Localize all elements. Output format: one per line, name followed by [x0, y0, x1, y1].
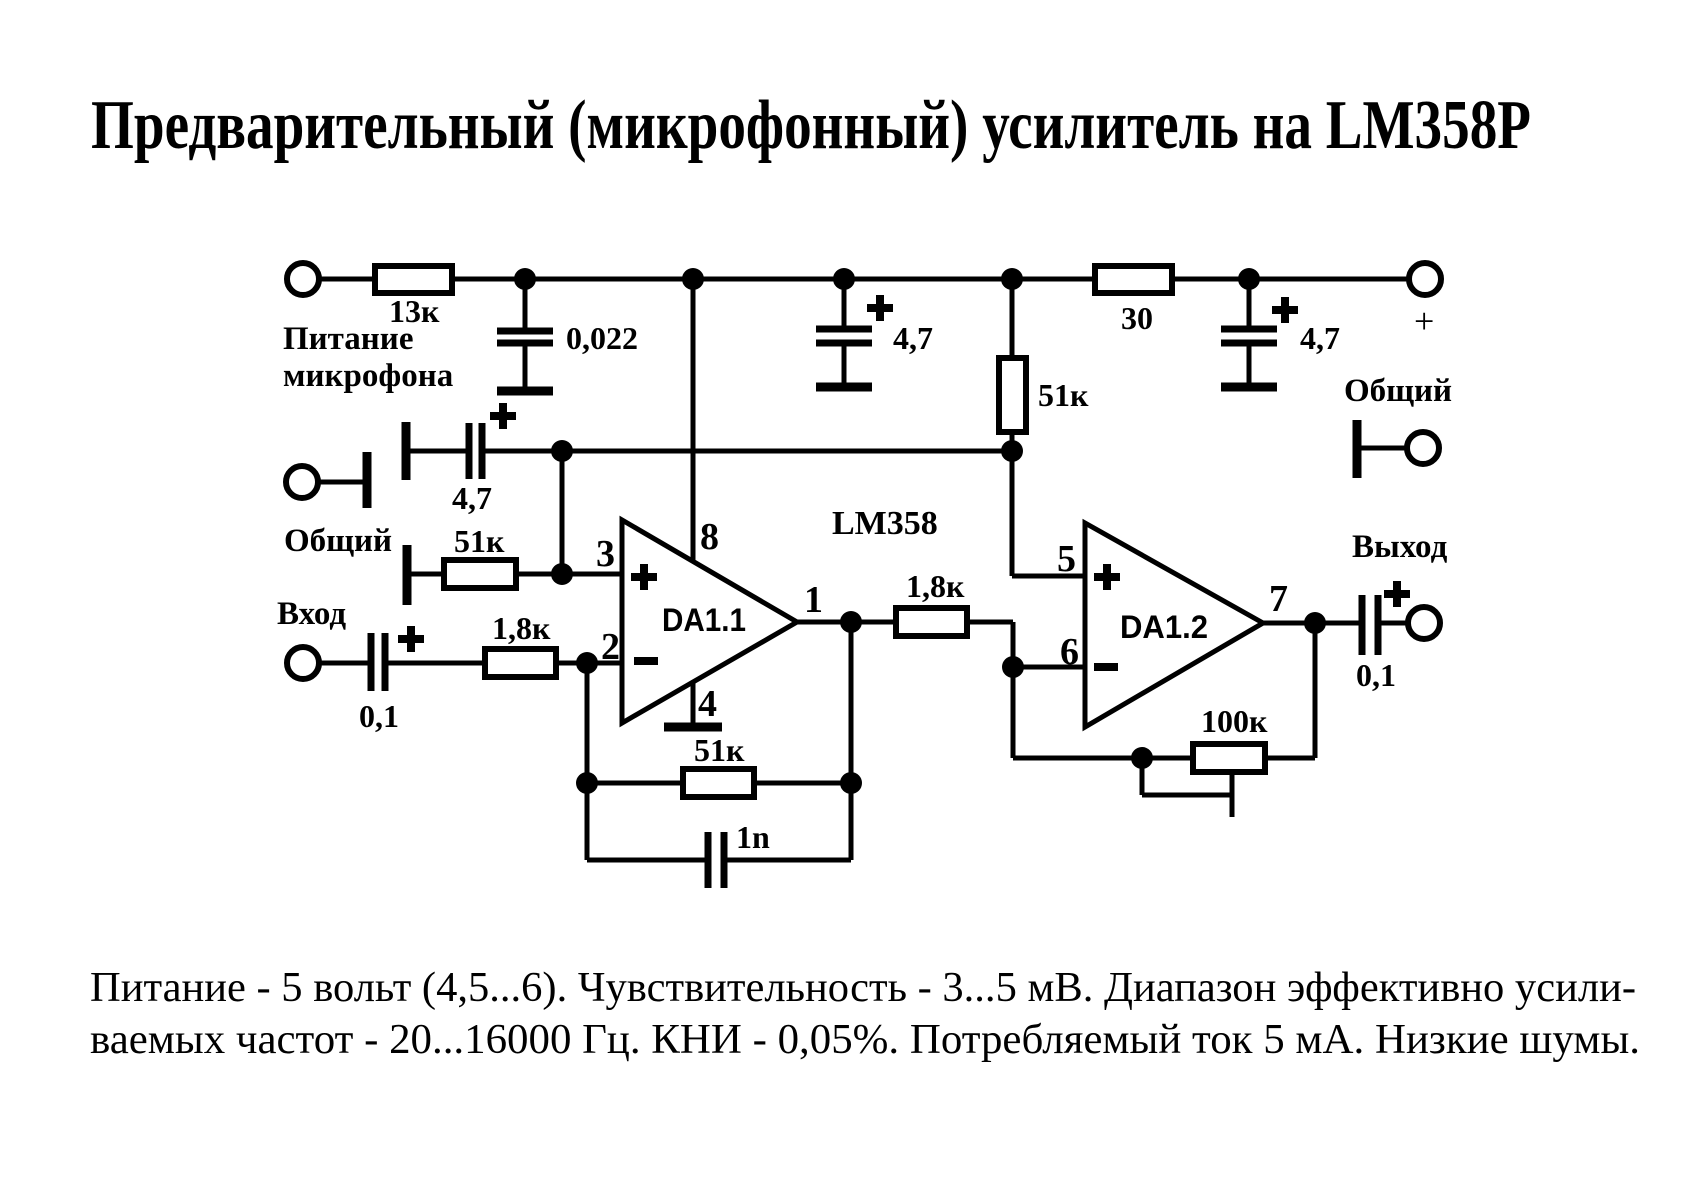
resistor-r3-51k-vertical: 51к [996, 355, 1089, 435]
terminal-output: Выход [1352, 529, 1448, 642]
resistor-r1-13k: 13к [372, 263, 455, 329]
resistor-value: 51к [694, 732, 745, 768]
pin-number-4: 4 [698, 683, 717, 725]
terminal-label: Вход [277, 596, 346, 632]
pin-number-7: 7 [1269, 578, 1288, 620]
opamp-label: DA1.2 [1120, 609, 1208, 645]
junction-dot [1002, 656, 1024, 678]
capacitor-value: 4,7 [893, 320, 933, 356]
terminal-label: микрофона [283, 358, 453, 394]
description-line: ваемых частот - 20...16000 Гц. КНИ - 0,0… [90, 1017, 1640, 1063]
junction-dot [551, 563, 573, 585]
junction-dot [576, 772, 598, 794]
capacitor-c1-0022: 0,022 [497, 320, 638, 396]
capacitor-c3-4u7: 4,7 [1221, 297, 1340, 392]
junction-dot [1001, 268, 1023, 290]
resistor-r7-1k8-link: 1,8к [893, 568, 970, 639]
terminal-circle [1406, 260, 1444, 298]
junction-dots [514, 268, 1326, 794]
description-line: Питание - 5 вольт (4,5...6). Чувствитель… [90, 965, 1636, 1011]
terminal-common-right: Общий [1344, 373, 1452, 478]
terminal-label: Общий [284, 523, 392, 559]
resistor-body [482, 646, 559, 680]
resistor-value: 1,8к [492, 610, 551, 646]
capacitor-c7-01-output: 0,1 [1356, 581, 1410, 693]
junction-dot [833, 268, 855, 290]
junction-dot [514, 268, 536, 290]
junction-dot [1001, 440, 1023, 462]
terminal-circle [1405, 604, 1443, 642]
resistor-value: 1,8к [906, 568, 965, 604]
capacitor-c5-01-input: 0,1 [359, 626, 424, 734]
capacitor-value: 1n [736, 819, 770, 855]
resistor-value: 51к [1038, 377, 1089, 413]
resistor-body [1190, 741, 1268, 775]
terminal-circle [283, 463, 321, 501]
resistor-r4-51k-bias: 51к [441, 523, 519, 591]
description: Питание - 5 вольт (4,5...6). Чувствитель… [90, 965, 1640, 1063]
capacitor-value: 4,7 [452, 480, 492, 516]
ic-label: LM358 [832, 505, 938, 542]
opamp-da1-1: DA1.1 3 2 1 8 4 [596, 515, 823, 732]
pin-number-3: 3 [596, 533, 615, 575]
capacitor-c4-4u7-bias: 4,7 [401, 403, 516, 516]
capacitor-value: 0,022 [566, 320, 638, 356]
terminal-mic-power: Питание микрофона [283, 260, 453, 394]
opamp-triangle [619, 515, 802, 728]
pin-number-6: 6 [1060, 631, 1079, 673]
page-title: Предварительный (микрофонный) усилитель … [91, 87, 1531, 164]
terminal-label: Питание [283, 321, 413, 357]
capacitor-value: 0,1 [359, 698, 399, 734]
terminal-circle [284, 260, 322, 298]
resistor-r6-51k-feedback: 51к [680, 732, 757, 800]
junction-dot [840, 611, 862, 633]
opamp-label: DA1.1 [662, 602, 746, 638]
junction-dot [1304, 612, 1326, 634]
resistor-r8-100k-feedback: 100к [1190, 703, 1268, 775]
capacitor-c6-1n-feedback: 1n [704, 819, 770, 888]
resistor-body [441, 557, 519, 591]
pin-number-8: 8 [700, 516, 719, 558]
junction-dot [840, 772, 862, 794]
junction-dot [1238, 268, 1260, 290]
terminal-common-left: Общий [283, 452, 392, 559]
resistor-body [1092, 263, 1175, 296]
terminal-circle [1404, 429, 1442, 467]
resistor-r5-1k8-input: 1,8к [482, 610, 559, 680]
capacitor-value: 4,7 [1300, 320, 1340, 356]
capacitor-value: 0,1 [1356, 657, 1396, 693]
terminal-input: Вход [277, 596, 346, 682]
pin-number-1: 1 [804, 579, 823, 621]
opamp-triangle [1082, 518, 1269, 732]
terminal-label: Выход [1352, 529, 1448, 565]
resistor-value: 51к [454, 523, 505, 559]
resistor-value: 13к [389, 293, 440, 329]
resistor-body [893, 605, 970, 639]
resistor-body [680, 766, 757, 800]
pin-number-2: 2 [601, 626, 620, 668]
resistor-body [372, 263, 455, 296]
junction-dot [1131, 747, 1153, 769]
junction-dot [576, 652, 598, 674]
terminal-power-plus: + [1406, 260, 1444, 341]
resistor-r2-30: 30 [1092, 263, 1175, 336]
opamp-da1-2: DA1.2 5 6 7 [1057, 518, 1288, 732]
pin-number-5: 5 [1057, 538, 1076, 580]
resistor-body [996, 355, 1029, 435]
terminal-circle [284, 644, 322, 682]
junction-dot [682, 268, 704, 290]
plus-label: + [1414, 301, 1434, 341]
resistor-value: 30 [1121, 300, 1153, 336]
junction-dot [551, 440, 573, 462]
terminal-label: Общий [1344, 373, 1452, 409]
resistor-value: 100к [1201, 703, 1268, 739]
capacitor-c2-4u7: 4,7 [816, 295, 933, 392]
